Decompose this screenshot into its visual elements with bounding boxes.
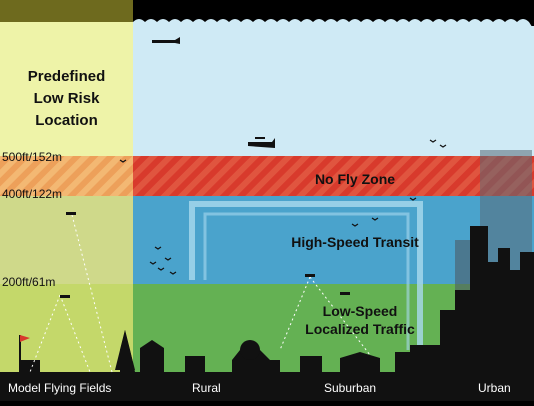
field-flag-icon xyxy=(20,335,30,342)
no-fly-zone-label: No Fly Zone xyxy=(314,171,396,187)
left-orange-band xyxy=(0,156,133,196)
model-plane-icon-2 xyxy=(66,212,76,215)
altitude-label-400: 400ft/122m xyxy=(2,187,63,201)
drone-line xyxy=(279,276,311,351)
transit-corridor xyxy=(189,201,423,350)
drone-icon-2 xyxy=(340,292,350,295)
top-dark-band xyxy=(0,0,534,22)
altitude-label-200: 200ft/61m xyxy=(2,275,56,289)
tree-icon xyxy=(115,330,135,370)
no-fly-zone-band xyxy=(133,156,534,196)
small-plane-icon xyxy=(248,138,275,148)
high-speed-label: High-Speed Transit xyxy=(291,234,419,250)
airliner-icon xyxy=(152,37,180,44)
ground-label-suburban: Suburban xyxy=(324,381,377,395)
low-speed-label: Low-Speed Localized Traffic xyxy=(305,303,415,337)
city-skyline xyxy=(0,226,534,401)
drone-icon xyxy=(305,274,315,277)
model-plane-icon xyxy=(60,295,70,298)
left-low-band xyxy=(0,284,133,374)
tree-icon-2 xyxy=(240,340,260,360)
control-line-3 xyxy=(71,214,113,373)
transit-corridor-inner xyxy=(203,212,410,350)
ground-label-urban: Urban xyxy=(478,381,511,395)
left-panel-title: Predefined Low Risk Location xyxy=(27,68,106,129)
drone-line-2 xyxy=(309,276,371,356)
ground-label-rural: Rural xyxy=(192,381,221,395)
control-line-2 xyxy=(59,294,91,373)
left-mid-band xyxy=(0,196,133,284)
left-dark-band xyxy=(0,0,133,22)
birds-icon xyxy=(119,139,447,275)
altitude-label-500: 500ft/152m xyxy=(2,150,63,164)
ground-label-model-fields: Model Flying Fields xyxy=(8,381,112,395)
left-sky xyxy=(0,22,133,156)
control-line xyxy=(29,294,61,373)
sky-area xyxy=(133,26,534,156)
